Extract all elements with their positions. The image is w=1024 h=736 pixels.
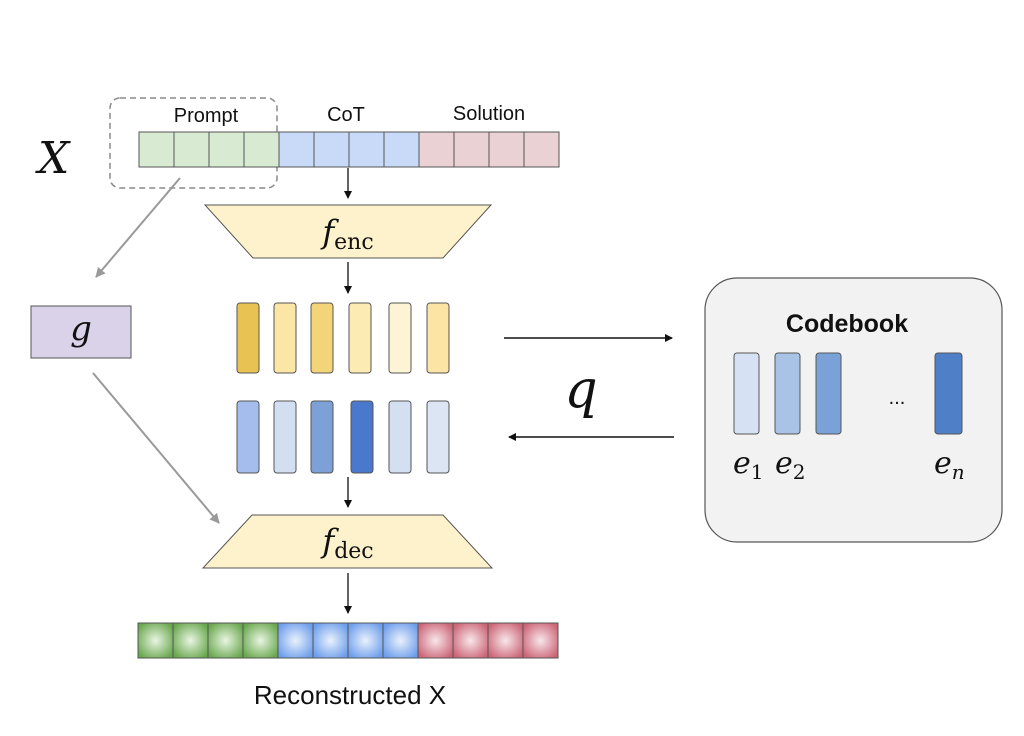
prompt-token	[208, 131, 245, 168]
decoder-block	[201, 514, 494, 569]
encoded-latents	[236, 302, 450, 374]
output-cot-token	[347, 622, 384, 659]
output-solution-token	[452, 622, 489, 659]
encoded-vector	[388, 302, 412, 374]
quantized-vector	[273, 400, 297, 474]
output-token-row	[137, 622, 559, 659]
codebook-label-e1: e1	[733, 446, 764, 484]
quantized-vector	[350, 400, 374, 474]
output-cot-token	[312, 622, 349, 659]
cot-label: CoT	[327, 104, 365, 126]
encoded-vector	[310, 302, 334, 374]
codebook-title: Codebook	[786, 310, 908, 338]
g-label: g	[70, 309, 92, 349]
cot-token	[313, 131, 350, 168]
encoder-block	[203, 204, 493, 259]
codebook-entry	[774, 352, 801, 435]
output-prompt-token	[207, 622, 244, 659]
encoded-vector	[348, 302, 372, 374]
output-cot-token	[277, 622, 314, 659]
output-prompt-token	[242, 622, 279, 659]
output-cot-token	[382, 622, 419, 659]
output-caption: Reconstructed X	[254, 680, 446, 710]
solution-token	[523, 131, 560, 168]
solution-token	[453, 131, 490, 168]
prompt-label: Prompt	[174, 105, 239, 127]
codebook-entry	[934, 352, 963, 435]
encoded-vector	[273, 302, 297, 374]
quantized-vector	[310, 400, 334, 474]
prompt-token	[243, 131, 280, 168]
codebook-entry	[733, 352, 760, 435]
solution-token	[418, 131, 455, 168]
codebook-ellipsis: ...	[889, 387, 906, 409]
prompt-highlight-box	[109, 97, 278, 189]
quantized-latents	[236, 400, 450, 474]
output-prompt-token	[172, 622, 209, 659]
input-symbol: X	[35, 133, 71, 184]
cot-token	[278, 131, 315, 168]
g-box	[30, 305, 132, 359]
arrow-prompt-to-g	[95, 177, 181, 278]
output-solution-token	[522, 622, 559, 659]
quantizer-label: q	[564, 360, 597, 420]
output-prompt-token	[137, 622, 174, 659]
arrow-g-to-decoder	[92, 372, 220, 524]
prompt-token	[173, 131, 210, 168]
quantized-vector	[236, 400, 260, 474]
cot-token	[383, 131, 420, 168]
quantized-vector	[388, 400, 412, 474]
solution-token	[488, 131, 525, 168]
encoded-vector	[236, 302, 260, 374]
solution-label: Solution	[453, 103, 525, 125]
codebook-entry	[815, 352, 842, 435]
output-solution-token	[417, 622, 454, 659]
codebook-panel	[704, 277, 1003, 543]
codebook-label-en: en	[934, 446, 965, 484]
output-solution-token	[487, 622, 524, 659]
encoded-vector	[426, 302, 450, 374]
quantized-vector	[426, 400, 450, 474]
prompt-token	[138, 131, 175, 168]
input-token-row	[138, 131, 560, 168]
codebook-label-e2: e2	[775, 446, 806, 484]
cot-token	[348, 131, 385, 168]
